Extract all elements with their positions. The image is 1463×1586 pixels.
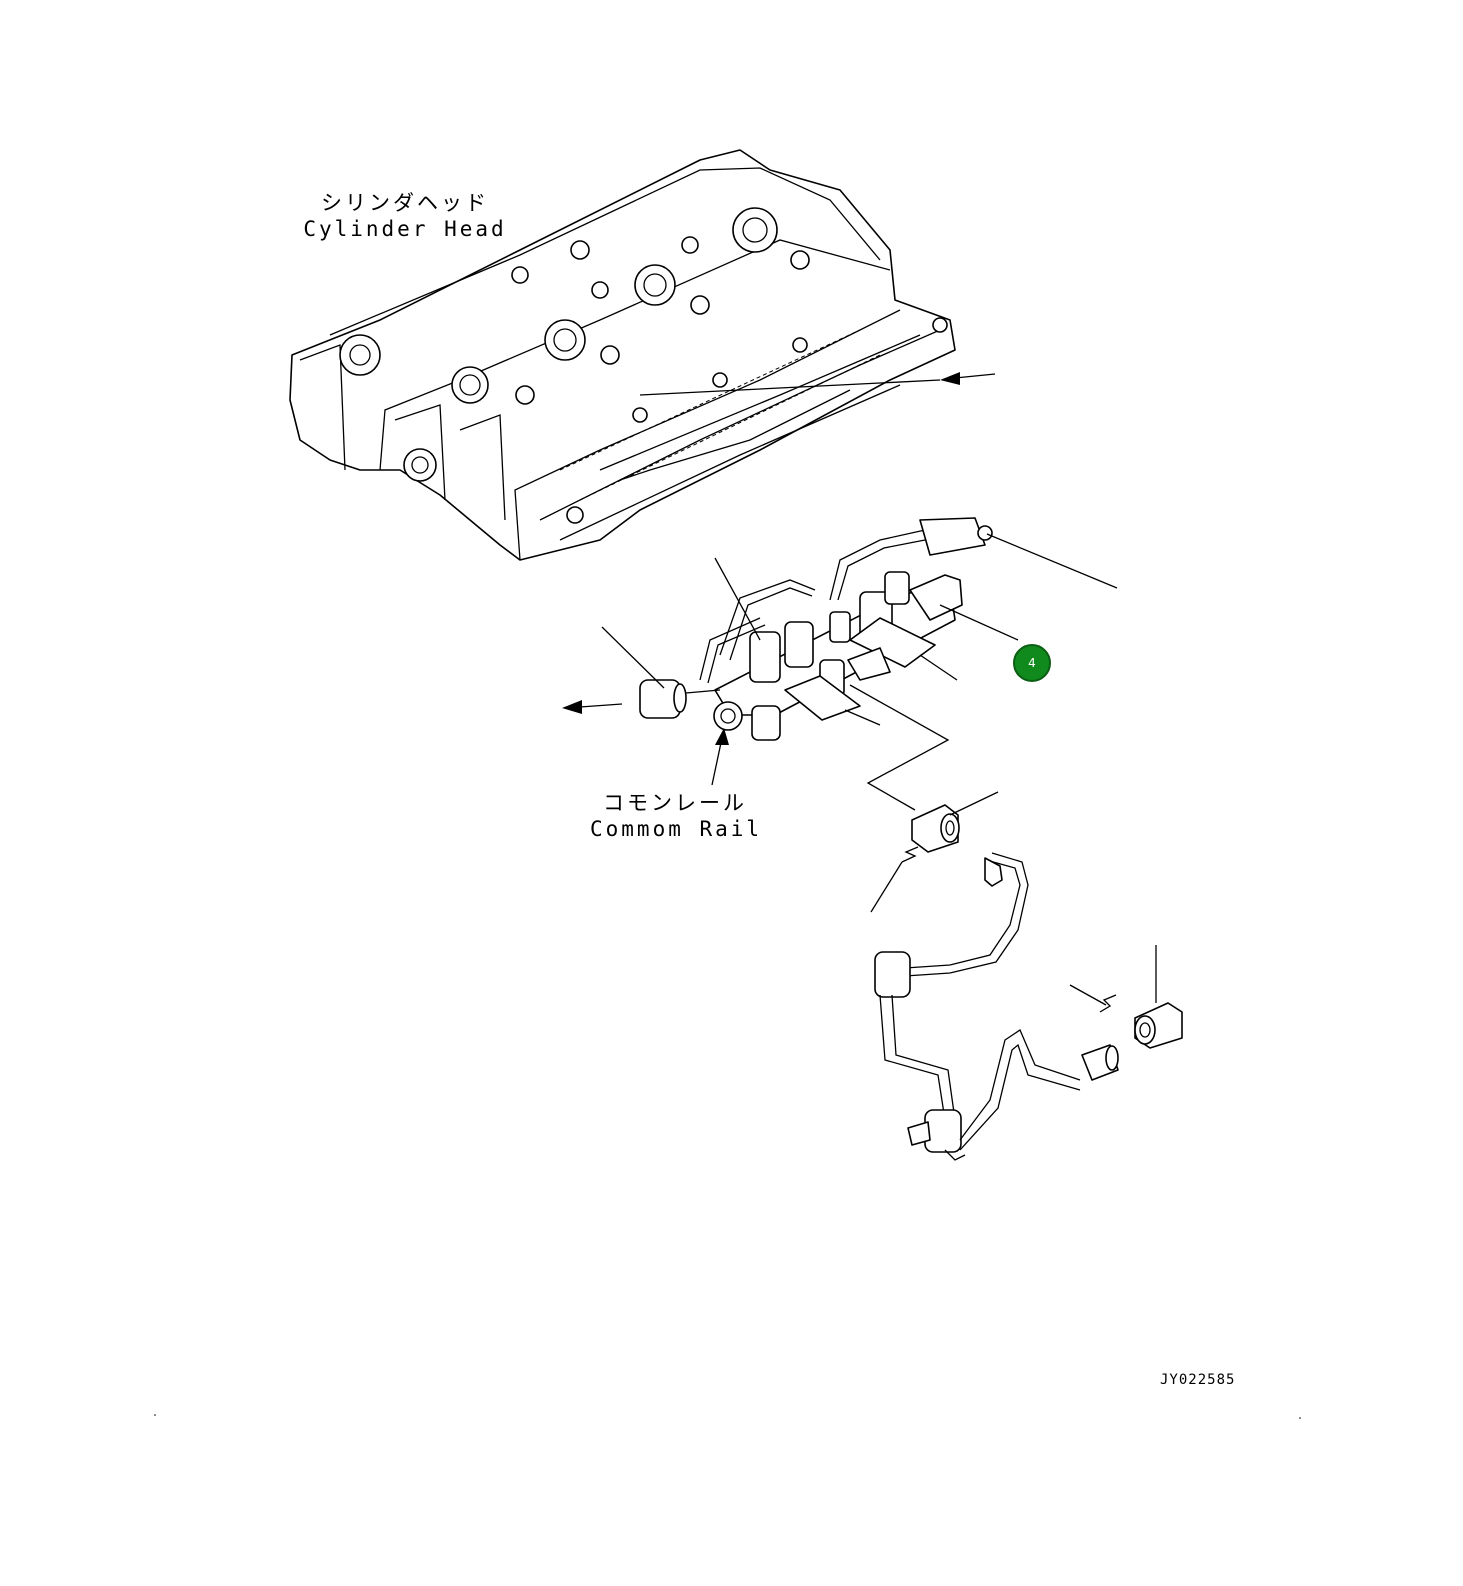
leader-arrow-outlet [562, 700, 623, 714]
speck-right [1299, 1417, 1301, 1419]
leader-arrow-head [639, 372, 996, 396]
common-rail-label-jp: コモンレール [603, 791, 747, 815]
common-rail-label-en: Commom Rail [590, 817, 763, 841]
part-callout-4[interactable]: 4 [1013, 644, 1051, 682]
cylinder-head-label-jp: シリンダヘッド [321, 191, 489, 215]
loose-fitting-lower [1134, 945, 1183, 1049]
leader-lines-rail [601, 533, 1118, 786]
retaining-clip-lower [1069, 984, 1117, 1013]
tie-line [849, 684, 950, 811]
loose-fitting-middle [911, 791, 999, 853]
cylinder-head-label-en: Cylinder Head [303, 217, 507, 241]
common-rail-assembly [639, 517, 993, 741]
drawing-number: JY022585 [1160, 1372, 1236, 1388]
cylinder-head-drawing [289, 149, 956, 561]
speck-left [154, 1414, 156, 1416]
retaining-clip-middle [870, 846, 919, 913]
injection-pipes [874, 852, 1119, 1161]
